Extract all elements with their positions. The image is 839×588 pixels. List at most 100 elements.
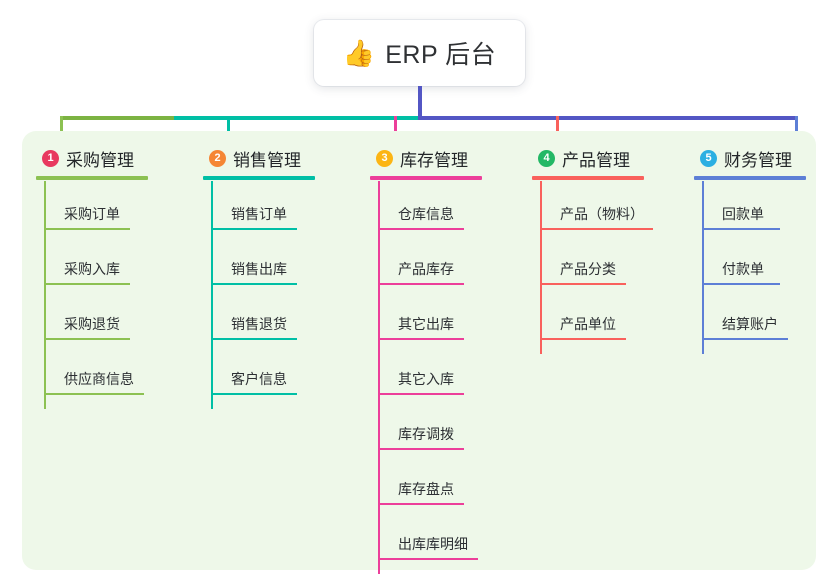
root-title: ERP 后台	[385, 41, 497, 69]
root-node[interactable]: 👍 ERP 后台	[314, 20, 525, 86]
branch-items-3: 仓库信息产品库存其它出库其它入库库存调拨库存盘点出库库明细	[370, 190, 482, 575]
bus-segment-teal	[174, 116, 420, 120]
branch-items-5: 回款单付款单结算账户	[694, 190, 806, 355]
branch-item-underline	[378, 448, 464, 450]
branch-item[interactable]: 回款单	[694, 190, 806, 245]
branch-item[interactable]: 采购入库	[36, 245, 148, 300]
branch-item[interactable]: 库存盘点	[370, 465, 482, 520]
branch-item[interactable]: 客户信息	[203, 355, 315, 410]
drop-col5	[795, 116, 798, 140]
branch-item-label: 仓库信息	[398, 206, 454, 222]
branch-stem-1	[44, 181, 46, 409]
branch-underline-3	[370, 176, 482, 180]
drop-col2	[227, 116, 230, 140]
drop-col4	[556, 116, 559, 140]
branch-item-underline	[44, 228, 130, 230]
branch-title-4: 产品管理	[562, 150, 630, 170]
branch-item-label: 回款单	[722, 206, 764, 222]
branch-item[interactable]: 产品单位	[532, 300, 644, 355]
branch-item-label: 库存调拨	[398, 426, 454, 442]
branch-item[interactable]: 供应商信息	[36, 355, 148, 410]
branch-stem-4	[540, 181, 542, 354]
branch-item-underline	[378, 393, 464, 395]
branch-item-label: 销售订单	[231, 206, 287, 222]
branch-title-1: 采购管理	[66, 150, 134, 170]
bus-segment-green	[60, 116, 174, 120]
branch-item-label: 销售退货	[231, 316, 287, 332]
branch-item[interactable]: 销售出库	[203, 245, 315, 300]
branch-item[interactable]: 采购订单	[36, 190, 148, 245]
branch-header-2[interactable]: 2 销售管理	[203, 145, 315, 171]
branch-item[interactable]: 付款单	[694, 245, 806, 300]
branch-item-label: 客户信息	[231, 371, 287, 387]
branch-item[interactable]: 产品库存	[370, 245, 482, 300]
branch-item-underline	[378, 503, 464, 505]
branch-item-underline	[211, 283, 297, 285]
branch-item-underline	[211, 338, 297, 340]
branch-item-underline	[540, 283, 626, 285]
branch-header-1[interactable]: 1 采购管理	[36, 145, 148, 171]
branch-item-label: 产品（物料）	[560, 206, 644, 222]
drop-col3	[394, 116, 397, 140]
branch-item-label: 采购退货	[64, 316, 120, 332]
branch-badge-5: 5	[700, 149, 717, 167]
branch-badge-1: 1	[42, 149, 59, 167]
branch-item-underline	[702, 338, 788, 340]
branch-item-underline	[378, 338, 464, 340]
branch-column-1: 1 采购管理采购订单采购入库采购退货供应商信息	[36, 145, 148, 410]
branch-column-5: 5 财务管理回款单付款单结算账户	[694, 145, 806, 355]
branch-item[interactable]: 出库库明细	[370, 520, 482, 575]
branch-underline-4	[532, 176, 644, 180]
branch-item[interactable]: 产品分类	[532, 245, 644, 300]
branch-item-label: 产品单位	[560, 316, 616, 332]
branch-item-label: 采购订单	[64, 206, 120, 222]
branch-title-3: 库存管理	[400, 150, 468, 170]
branch-item-underline	[211, 228, 297, 230]
branch-item-underline	[378, 558, 478, 560]
branch-item-label: 产品库存	[398, 261, 454, 277]
branch-item[interactable]: 库存调拨	[370, 410, 482, 465]
branch-item[interactable]: 销售订单	[203, 190, 315, 245]
branch-item-underline	[702, 228, 780, 230]
branch-item-underline	[44, 393, 144, 395]
branch-item-underline	[44, 338, 130, 340]
branch-item[interactable]: 销售退货	[203, 300, 315, 355]
branch-title-5: 财务管理	[724, 150, 792, 170]
branch-item-label: 结算账户	[722, 316, 778, 332]
branch-item-underline	[211, 393, 297, 395]
branch-item[interactable]: 其它出库	[370, 300, 482, 355]
branch-item-label: 供应商信息	[64, 371, 134, 387]
branch-item[interactable]: 其它入库	[370, 355, 482, 410]
branch-underline-2	[203, 176, 315, 180]
branch-item-label: 其它入库	[398, 371, 454, 387]
branch-item[interactable]: 采购退货	[36, 300, 148, 355]
branch-item[interactable]: 产品（物料）	[532, 190, 653, 245]
branch-item-underline	[540, 338, 626, 340]
branch-title-2: 销售管理	[233, 150, 301, 170]
branch-item-underline	[378, 228, 464, 230]
branch-badge-3: 3	[376, 149, 393, 167]
branch-item-underline	[540, 228, 653, 230]
branch-items-1: 采购订单采购入库采购退货供应商信息	[36, 190, 148, 410]
branch-column-3: 3 库存管理仓库信息产品库存其它出库其它入库库存调拨库存盘点出库库明细	[370, 145, 482, 575]
drop-col1	[60, 116, 63, 140]
branch-item-label: 库存盘点	[398, 481, 454, 497]
branch-item-label: 采购入库	[64, 261, 120, 277]
branch-underline-1	[36, 176, 148, 180]
branch-items-4: 产品（物料） 产品分类产品单位	[532, 190, 653, 355]
root-node-content: 👍 ERP 后台	[343, 35, 496, 71]
branch-item[interactable]: 结算账户	[694, 300, 806, 355]
bus-segment-blue	[418, 116, 798, 120]
branch-item[interactable]: 仓库信息	[370, 190, 482, 245]
branch-stem-3	[378, 181, 380, 574]
branch-badge-2: 2	[209, 149, 226, 167]
branch-stem-2	[211, 181, 213, 409]
branch-item-label: 付款单	[722, 261, 764, 277]
branch-items-2: 销售订单销售出库销售退货客户信息	[203, 190, 315, 410]
branch-header-3[interactable]: 3 库存管理	[370, 145, 482, 171]
branches-panel	[22, 131, 816, 570]
branch-header-5[interactable]: 5 财务管理	[694, 145, 806, 171]
